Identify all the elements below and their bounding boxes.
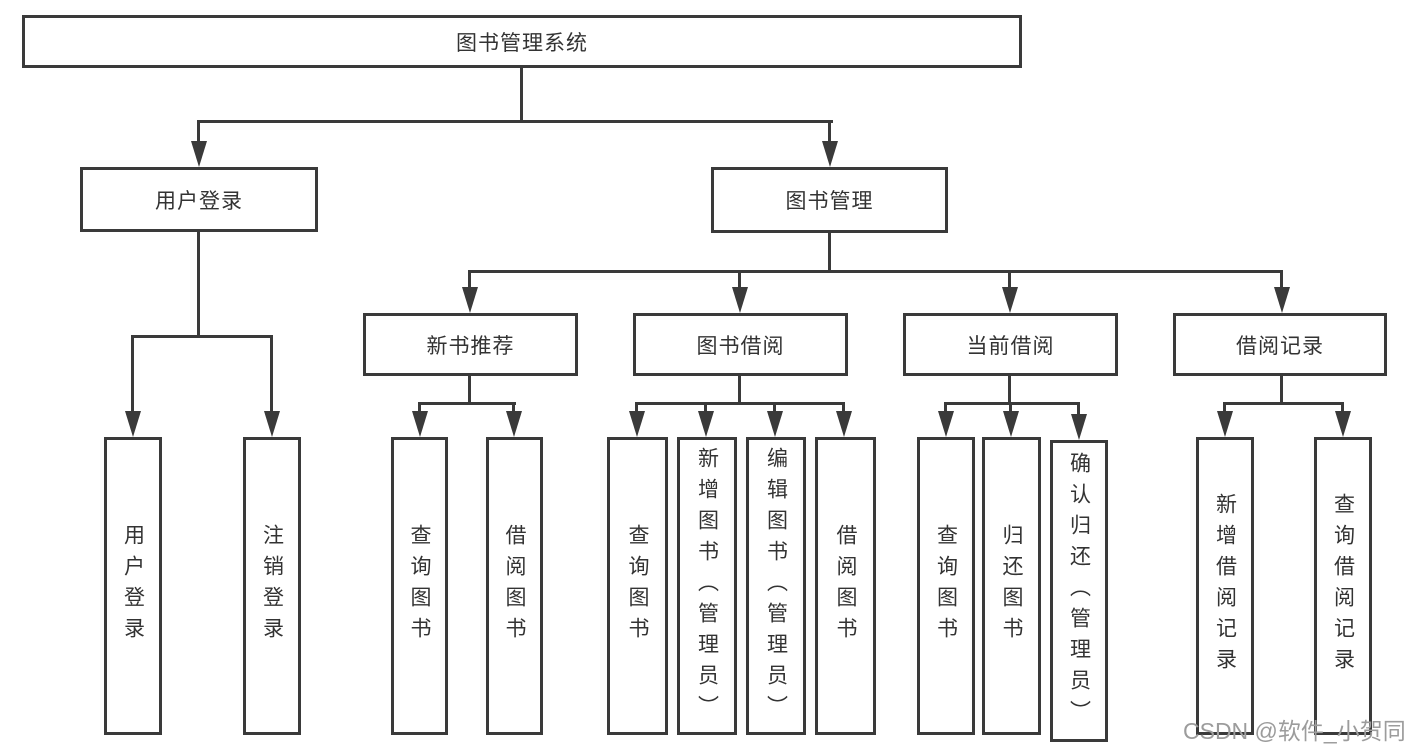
leaf-logout-label: 注销登录 bbox=[260, 524, 284, 648]
leaf-user-login: 用户登录 bbox=[104, 437, 162, 735]
connector-root-bar bbox=[197, 120, 833, 123]
connector-stem-book-borrow bbox=[738, 270, 741, 290]
connector-current-borrow-bar bbox=[944, 402, 1080, 405]
connector-book-management-bar bbox=[468, 270, 1283, 273]
leaf-cb-confirm-return-admin: 确认归还（管理员） bbox=[1050, 440, 1108, 742]
leaf-cb-return-books-label: 归还图书 bbox=[1000, 524, 1023, 648]
connector-stem-login-leaf bbox=[131, 335, 134, 413]
leaf-bb-edit-books-admin-label: 编辑图书（管理员） bbox=[764, 446, 788, 726]
connector-new-book-bar bbox=[418, 402, 516, 405]
leaf-cb-confirm-return-admin-label: 确认归还（管理员） bbox=[1067, 451, 1091, 731]
connector-stem-new-book bbox=[468, 270, 471, 290]
node-user-login: 用户登录 bbox=[80, 167, 318, 232]
leaf-br-add-record: 新增借阅记录 bbox=[1196, 437, 1254, 735]
node-book-borrow-label: 图书借阅 bbox=[696, 334, 785, 358]
arrow-to-bb-query bbox=[629, 411, 645, 437]
connector-stem-bb-borrow bbox=[842, 402, 845, 414]
leaf-bb-borrow-books: 借阅图书 bbox=[815, 437, 876, 735]
connector-stem-nbr-borrow bbox=[512, 402, 515, 414]
leaf-nbr-borrow-books-label: 借阅图书 bbox=[503, 524, 526, 648]
arrow-to-cb-query bbox=[938, 411, 954, 437]
arrow-to-cb-return bbox=[1003, 411, 1019, 437]
node-root-label: 图书管理系统 bbox=[456, 31, 588, 55]
leaf-br-query-record: 查询借阅记录 bbox=[1314, 437, 1372, 735]
leaf-nbr-query-books-label: 查询图书 bbox=[408, 524, 431, 648]
node-borrow-records: 借阅记录 bbox=[1173, 313, 1387, 376]
node-borrow-records-label: 借阅记录 bbox=[1236, 334, 1324, 358]
leaf-user-login-label: 用户登录 bbox=[121, 524, 145, 648]
leaf-bb-query-books: 查询图书 bbox=[607, 437, 668, 735]
connector-stem-nbr-query bbox=[418, 402, 421, 414]
node-current-borrow-label: 当前借阅 bbox=[966, 334, 1055, 358]
connector-borrow-records-trunk bbox=[1280, 374, 1283, 405]
connector-current-borrow-trunk bbox=[1008, 374, 1011, 405]
connector-stem-cb-return bbox=[1009, 402, 1012, 414]
connector-stem-logout-leaf bbox=[270, 335, 273, 413]
connector-stem-br-query bbox=[1341, 402, 1344, 414]
connector-stem-bb-query bbox=[635, 402, 638, 414]
arrow-to-login-leaf bbox=[125, 411, 141, 437]
connector-stem-current-borrow bbox=[1008, 270, 1011, 290]
connector-new-book-trunk bbox=[468, 374, 471, 405]
leaf-bb-add-books-admin: 新增图书（管理员） bbox=[677, 437, 737, 735]
arrow-to-current-borrow bbox=[1002, 287, 1018, 313]
node-book-management: 图书管理 bbox=[711, 167, 948, 233]
arrow-to-br-query bbox=[1335, 411, 1351, 437]
connector-stem-br-add bbox=[1223, 402, 1226, 414]
connector-book-borrow-trunk bbox=[738, 374, 741, 405]
node-book-management-label: 图书管理 bbox=[785, 190, 874, 213]
connector-book-management-trunk bbox=[828, 230, 831, 273]
connector-stem-borrow-records bbox=[1280, 270, 1283, 290]
arrow-to-cb-confirm bbox=[1071, 414, 1087, 440]
connector-borrow-records-bar bbox=[1223, 402, 1344, 405]
node-user-login-label: 用户登录 bbox=[155, 189, 243, 213]
connector-stem-bb-add bbox=[704, 402, 707, 414]
leaf-br-add-record-label: 新增借阅记录 bbox=[1213, 493, 1237, 679]
leaf-cb-query-books: 查询图书 bbox=[917, 437, 975, 735]
connector-book-borrow-bar bbox=[635, 402, 845, 405]
leaf-logout: 注销登录 bbox=[243, 437, 301, 735]
connector-root-trunk bbox=[520, 66, 523, 123]
node-current-borrow: 当前借阅 bbox=[903, 313, 1118, 376]
leaf-bb-query-books-label: 查询图书 bbox=[626, 524, 649, 648]
connector-stem-cb-query bbox=[944, 402, 947, 414]
node-root: 图书管理系统 bbox=[22, 15, 1022, 68]
leaf-bb-edit-books-admin: 编辑图书（管理员） bbox=[746, 437, 806, 735]
node-new-book-recommend-label: 新书推荐 bbox=[426, 334, 515, 358]
arrow-to-nbr-query bbox=[412, 411, 428, 437]
connector-user-login-bar bbox=[131, 335, 273, 338]
connector-user-login-trunk bbox=[197, 230, 200, 338]
leaf-nbr-query-books: 查询图书 bbox=[391, 437, 448, 735]
leaf-bb-add-books-admin-label: 新增图书（管理员） bbox=[695, 446, 719, 726]
leaf-br-query-record-label: 查询借阅记录 bbox=[1331, 493, 1355, 679]
leaf-cb-query-books-label: 查询图书 bbox=[934, 524, 958, 648]
arrow-to-book-borrow bbox=[732, 287, 748, 313]
arrow-to-user-login bbox=[191, 141, 207, 167]
leaf-bb-borrow-books-label: 借阅图书 bbox=[834, 524, 857, 648]
connector-stem-cb-confirm bbox=[1077, 402, 1080, 417]
arrow-to-nbr-borrow bbox=[506, 411, 522, 437]
arrow-to-logout-leaf bbox=[264, 411, 280, 437]
leaf-nbr-borrow-books: 借阅图书 bbox=[486, 437, 543, 735]
csdn-watermark: CSDN @软件_小贺同学 bbox=[1183, 718, 1405, 744]
arrow-to-borrow-records bbox=[1274, 287, 1290, 313]
leaf-cb-return-books: 归还图书 bbox=[982, 437, 1041, 735]
connector-root-stem-book-management bbox=[828, 120, 831, 144]
arrow-to-book-management bbox=[822, 141, 838, 167]
arrow-to-new-book bbox=[462, 287, 478, 313]
arrow-to-bb-add bbox=[698, 411, 714, 437]
arrow-to-bb-edit bbox=[767, 411, 783, 437]
arrow-to-bb-borrow bbox=[836, 411, 852, 437]
node-new-book-recommend: 新书推荐 bbox=[363, 313, 578, 376]
connector-stem-bb-edit bbox=[773, 402, 776, 414]
arrow-to-br-add bbox=[1217, 411, 1233, 437]
connector-root-stem-user-login bbox=[197, 120, 200, 144]
node-book-borrow: 图书借阅 bbox=[633, 313, 848, 376]
